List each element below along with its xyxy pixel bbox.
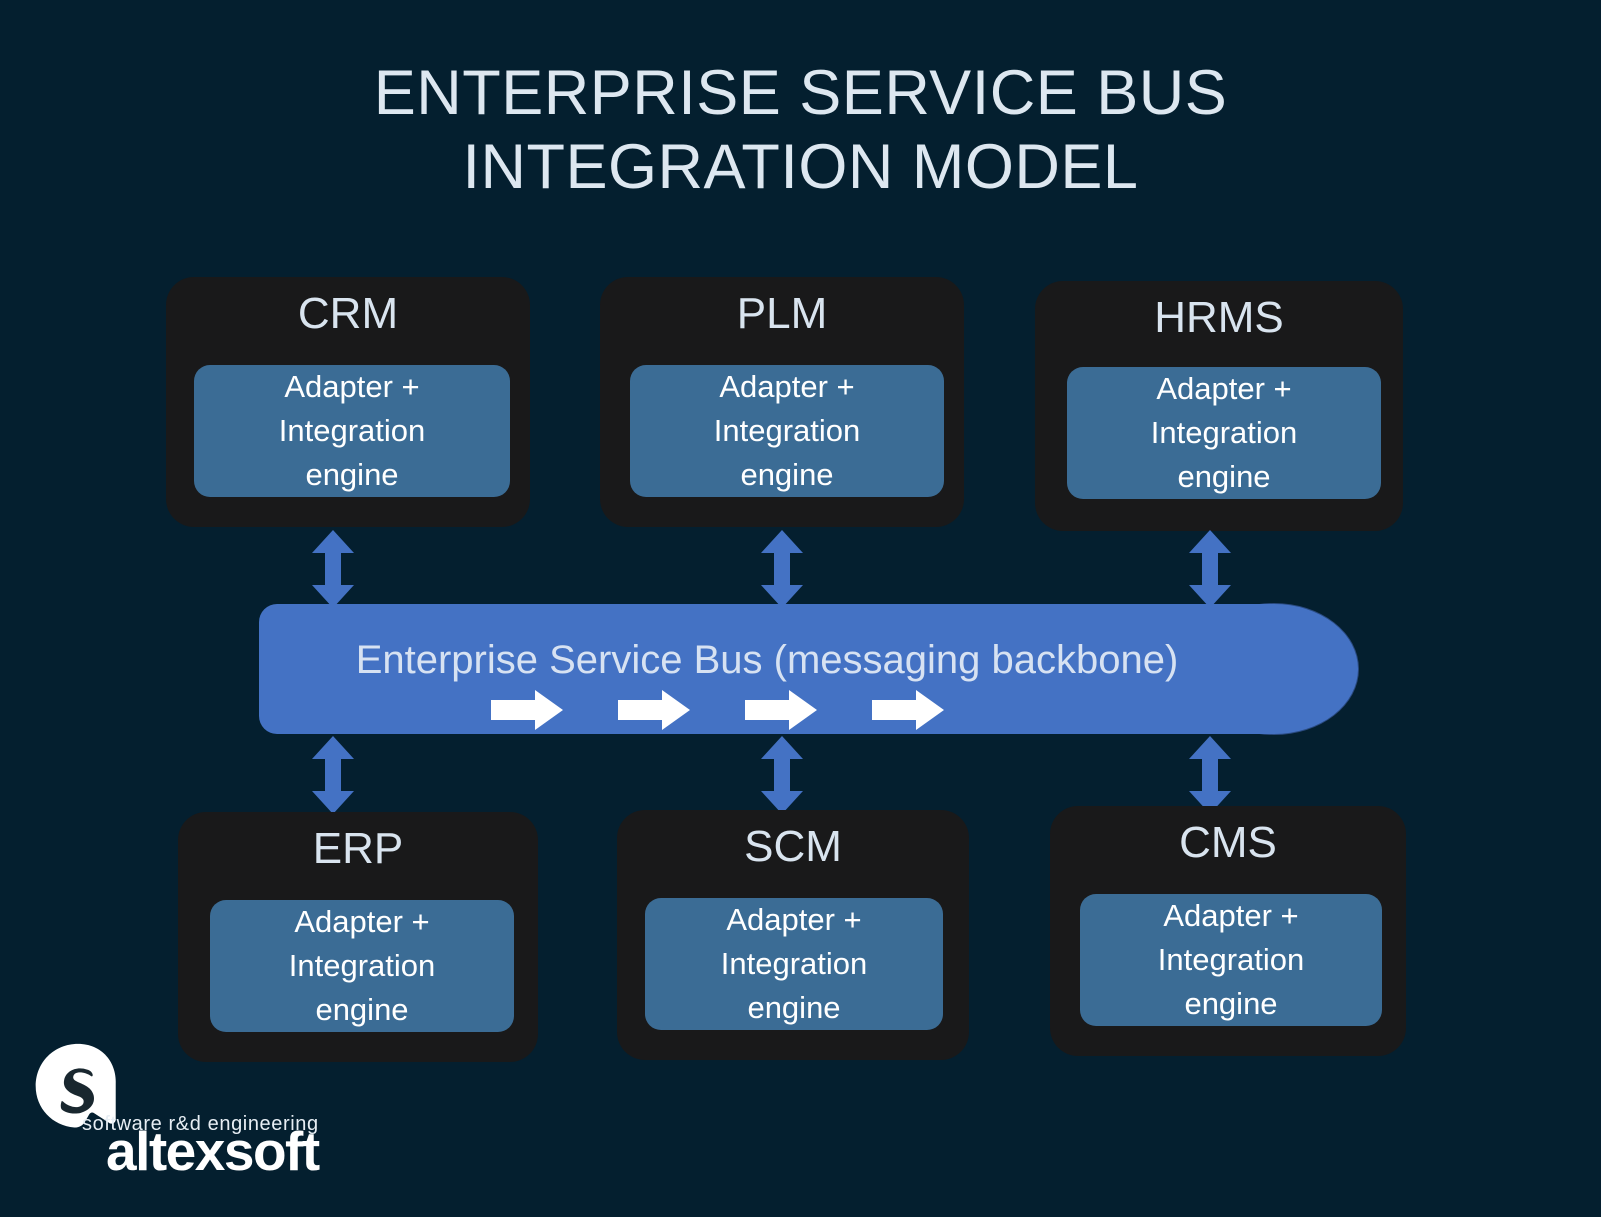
flow-arrow-right-icon	[872, 690, 944, 730]
flow-arrow-right-icon	[745, 690, 817, 730]
flow-arrow-right-icon	[491, 690, 563, 730]
system-card-plm[interactable]: PLM Adapter + Integration engine	[600, 277, 964, 527]
connector-bus-erp	[311, 736, 355, 814]
connector-bus-cms	[1188, 736, 1232, 814]
bus-label: Enterprise Service Bus (messaging backbo…	[355, 638, 1179, 682]
logo-tagline: software r&d engineering	[82, 1113, 319, 1135]
system-title-hrms: HRMS	[1154, 293, 1284, 342]
system-card-hrms[interactable]: HRMS Adapter + Integration engine	[1035, 281, 1403, 531]
page-title: ENTERPRISE SERVICE BUS INTEGRATION MODEL	[373, 58, 1228, 202]
system-title-scm: SCM	[744, 822, 842, 871]
logo-wordmark: altexsoft	[106, 1120, 320, 1182]
altexsoft-speech-bubble-a-icon	[35, 1043, 116, 1128]
adapter-box-plm[interactable]: Adapter + Integration engine	[630, 365, 944, 497]
enterprise-service-bus[interactable]: Enterprise Service Bus (messaging backbo…	[259, 603, 1359, 735]
system-card-scm[interactable]: SCM Adapter + Integration engine	[617, 810, 969, 1060]
adapter-box-crm[interactable]: Adapter + Integration engine	[194, 365, 510, 497]
system-title-plm: PLM	[736, 289, 828, 338]
system-card-erp[interactable]: ERP Adapter + Integration engine	[178, 812, 538, 1062]
system-title-crm: CRM	[297, 289, 399, 338]
bus-flow-arrows	[491, 690, 944, 730]
adapter-box-scm[interactable]: Adapter + Integration engine	[645, 898, 943, 1030]
system-title-cms: CMS	[1179, 818, 1277, 867]
connector-hrms-bus	[1188, 530, 1232, 608]
adapter-box-cms[interactable]: Adapter + Integration engine	[1080, 894, 1382, 1026]
connector-crm-bus	[311, 530, 355, 608]
adapter-box-erp[interactable]: Adapter + Integration engine	[210, 900, 514, 1032]
connector-bus-scm	[760, 736, 804, 814]
system-card-crm[interactable]: CRM Adapter + Integration engine	[166, 277, 530, 527]
flow-arrow-right-icon	[618, 690, 690, 730]
system-card-cms[interactable]: CMS Adapter + Integration engine	[1050, 806, 1406, 1056]
system-title-erp: ERP	[312, 824, 404, 873]
connector-plm-bus	[760, 530, 804, 608]
altexsoft-logo: altexsoft	[30, 1038, 360, 1183]
adapter-box-hrms[interactable]: Adapter + Integration engine	[1067, 367, 1381, 499]
